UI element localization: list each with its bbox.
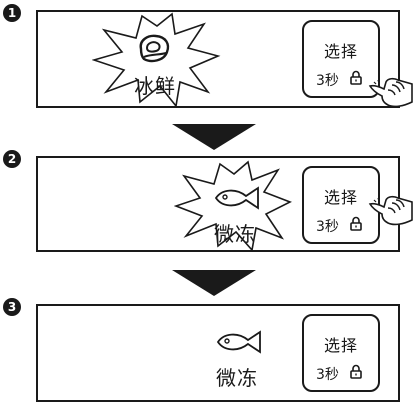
select-button[interactable]: 选择 3秒 bbox=[302, 314, 380, 392]
hold-duration-label: 3秒 bbox=[316, 367, 339, 383]
pointing-hand-icon bbox=[368, 77, 413, 108]
control-panel-step-3: 微冻 选择 3秒 bbox=[36, 304, 400, 402]
lock-icon bbox=[350, 216, 362, 231]
select-button[interactable]: 选择 3秒 bbox=[302, 20, 380, 98]
fish-icon bbox=[214, 186, 259, 210]
mode-label: 微冻 bbox=[216, 366, 258, 390]
hold-duration-label: 3秒 bbox=[316, 73, 339, 89]
down-arrow-icon bbox=[172, 270, 256, 296]
step-number-1: 1 bbox=[3, 4, 21, 22]
select-button[interactable]: 选择 3秒 bbox=[302, 166, 380, 244]
meat-icon bbox=[139, 34, 170, 63]
select-button-label: 选择 bbox=[323, 42, 358, 61]
step-number-3: 3 bbox=[3, 298, 21, 316]
step-number-2: 2 bbox=[3, 150, 21, 168]
lock-icon bbox=[350, 364, 362, 379]
down-arrow-icon bbox=[172, 124, 256, 150]
lock-icon bbox=[350, 70, 362, 85]
select-button-label: 选择 bbox=[323, 188, 358, 207]
mode-label: 冰鲜 bbox=[134, 74, 176, 98]
select-button-label: 选择 bbox=[323, 336, 358, 355]
mode-label: 微冻 bbox=[214, 222, 256, 246]
control-panel-step-2: 微冻 选择 3秒 bbox=[36, 156, 400, 252]
pointing-hand-icon bbox=[368, 195, 413, 226]
hold-duration-label: 3秒 bbox=[316, 219, 339, 235]
fish-icon bbox=[216, 330, 261, 354]
control-panel-step-1: 冰鲜 选择 3秒 bbox=[36, 10, 400, 108]
